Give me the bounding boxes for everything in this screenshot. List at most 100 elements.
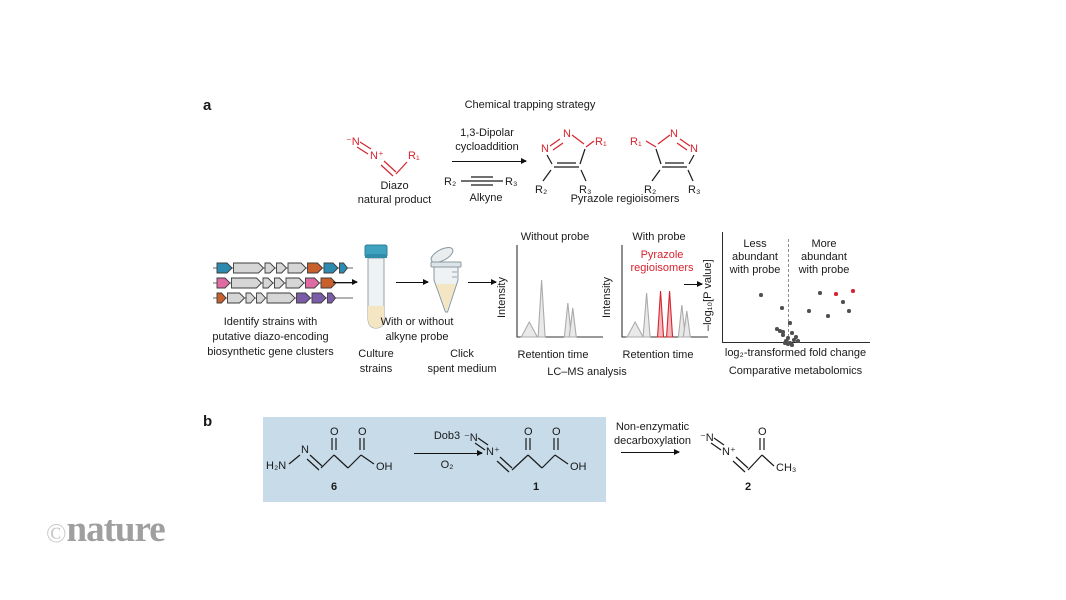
workflow-arrow: [468, 277, 497, 287]
gene-cluster-row: [213, 277, 353, 289]
atom-label-r3: R₃: [505, 176, 517, 188]
atom-label-n: N: [541, 143, 549, 155]
data-point: [786, 342, 790, 346]
x-axis-line: [722, 342, 870, 344]
gene-cluster-diagram: [213, 261, 355, 306]
data-point: [847, 309, 851, 313]
lcms-caption: LC–MS analysis: [547, 366, 627, 378]
culture-tube-illustration: [364, 244, 388, 329]
atom-label-r1: R₁: [595, 136, 607, 148]
atom-label-oh: OH: [376, 461, 393, 473]
compound-1-structure: ⁻N N⁺ O O OH: [464, 426, 587, 473]
volcano-xlabel: log₂-transformed fold change: [724, 347, 867, 359]
workflow-arrow: [684, 279, 703, 289]
gene-cluster-row: [213, 292, 353, 304]
volcano-ylabel: –log₁₀[P value]: [702, 259, 714, 331]
atom-label-r2: R₂: [535, 184, 547, 196]
data-point: [783, 341, 787, 345]
reaction-arrow: [414, 448, 483, 458]
data-point: [788, 341, 792, 345]
strategy-title: Chemical trapping strategy: [464, 99, 596, 111]
blue-highlight-box: [263, 417, 606, 502]
probe-arrow-label: With or without alkyne probe: [380, 316, 454, 343]
panel-b-label: b: [203, 413, 213, 430]
y-axis-line: [722, 232, 724, 343]
diazo-structure: ⁻N N⁺ R₁: [346, 136, 420, 177]
gene-caption: Identify strains with putative diazo-enc…: [207, 316, 334, 358]
cycloaddition-label: 1,3-Dipolar cycloaddition: [455, 127, 519, 153]
nature-logo-text: nature: [66, 509, 166, 550]
atom-label-o: O: [524, 426, 533, 438]
pyrazole-caption: Pyrazole regioisomers: [570, 193, 680, 205]
atom-label-r2: R₂: [644, 184, 656, 196]
data-point: [792, 338, 796, 342]
data-point: [778, 329, 782, 333]
atom-label-n-plus: N⁺: [722, 446, 736, 458]
compound-6-structure: H₂N N O O OH: [266, 426, 393, 473]
atom-label-r3: R₃: [579, 184, 591, 196]
data-point: [841, 300, 845, 304]
atom-label-ch3: CH₃: [776, 462, 796, 474]
data-point: [807, 309, 811, 313]
data-point: [851, 289, 855, 293]
retention-axis-label: Retention time: [517, 349, 589, 361]
data-point: [780, 306, 784, 310]
dob3-label: Dob3: [433, 430, 461, 442]
workflow-arrow: [333, 277, 358, 287]
data-point: [790, 343, 794, 347]
compound-number-6: 6: [330, 481, 338, 493]
atom-label-n: N: [670, 128, 678, 140]
metabolomics-caption: Comparative metabolomics: [728, 365, 863, 377]
data-point: [794, 335, 798, 339]
less-abundant-label: Less abundant with probe: [729, 238, 781, 276]
atom-label-h2n: H₂N: [266, 460, 286, 472]
gene-cluster-row: [213, 262, 353, 274]
copyright-icon: ©: [46, 518, 67, 548]
decarboxylation-label: Non-enzymatic decarboxylation: [613, 421, 692, 447]
atom-label-n-minus: ⁻N: [700, 432, 714, 444]
compound-number-1: 1: [532, 481, 540, 493]
more-abundant-label: More abundant with probe: [798, 238, 850, 276]
atom-label-r1: R₁: [630, 136, 642, 148]
panel-a-label: a: [203, 97, 212, 114]
click-caption: Click spent medium: [427, 348, 497, 375]
atom-label-o: O: [758, 426, 767, 438]
atom-label-n: N: [563, 128, 571, 140]
data-point: [784, 339, 788, 343]
data-point: [834, 292, 838, 296]
atom-label-r2: R₂: [444, 176, 456, 188]
data-point: [826, 314, 830, 318]
chromatogram-title: Without probe: [520, 231, 590, 243]
atom-label-n: N: [690, 143, 698, 155]
volcano-points: [722, 232, 870, 347]
data-point: [781, 333, 785, 337]
chromatogram-with-probe: [621, 245, 708, 338]
data-point: [775, 327, 779, 331]
atom-label-n-minus: ⁻N: [464, 432, 478, 444]
data-point: [796, 339, 800, 343]
data-point: [818, 291, 822, 295]
pyrazole-structure-left: N N R₁ R₂ R₃: [535, 128, 607, 196]
compound-2-structure: ⁻N N⁺ O CH₃: [700, 426, 796, 474]
chromatogram-title: With probe: [632, 231, 686, 243]
pyrazole-structure-right: R₁ N N R₂ R₃: [630, 128, 700, 196]
nature-watermark: ©nature: [46, 508, 166, 551]
culture-caption: Culture strains: [358, 348, 394, 375]
atom-label-n-plus: N⁺: [370, 150, 384, 162]
atom-label-n-minus: ⁻N: [346, 136, 360, 148]
reaction-arrow: [452, 156, 527, 166]
atom-label-oh: OH: [570, 461, 587, 473]
pyrazole-annotation: Pyrazole regioisomers: [630, 249, 694, 274]
atom-label-o: O: [358, 426, 367, 438]
atom-label-o: O: [330, 426, 339, 438]
compound-number-2: 2: [744, 481, 752, 493]
data-point: [786, 336, 790, 340]
diazo-caption: Diazo natural product: [357, 180, 432, 206]
data-point: [759, 293, 763, 297]
atom-label-n: N: [301, 444, 309, 456]
threshold-dashed-line: [788, 239, 789, 342]
data-point: [781, 330, 785, 334]
alkyne-structure: R₂ R₃: [444, 176, 517, 188]
reaction-arrow: [621, 447, 680, 457]
atom-label-r1: R₁: [408, 150, 420, 162]
